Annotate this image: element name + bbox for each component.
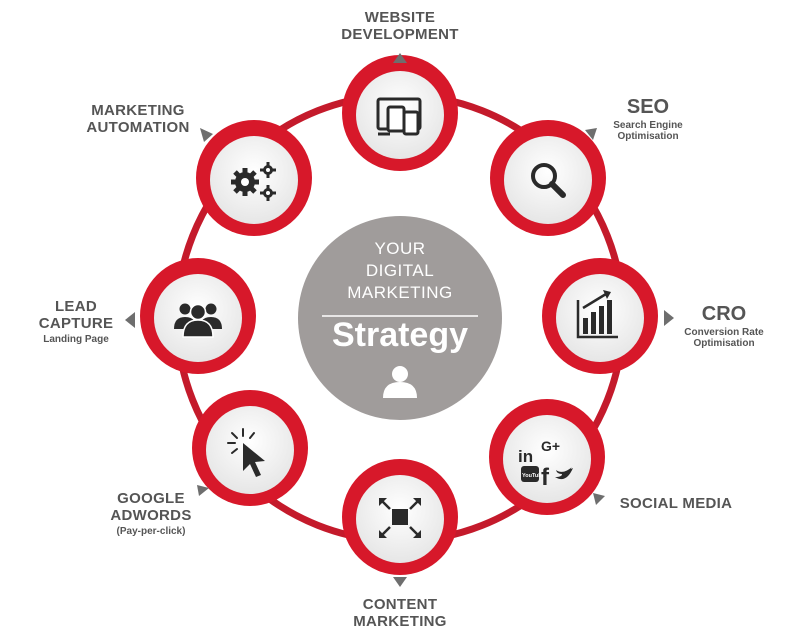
devices-icon — [376, 97, 422, 136]
node-website-development[interactable] — [342, 55, 458, 171]
label-lead-capture-line2: CAPTURE — [38, 314, 114, 332]
arrow-seo — [585, 128, 597, 140]
label-google-adwords: GOOGLE ADWORDS (Pay-per-click) — [96, 490, 206, 537]
growth-chart-icon — [576, 290, 618, 339]
label-cro-subtitle: Conversion Rate Optimisation — [684, 327, 764, 349]
node-seo[interactable] — [490, 120, 606, 236]
google-plus-glyph: G+ — [541, 438, 560, 454]
label-lead-capture: LEAD CAPTURE Landing Page — [28, 298, 124, 345]
label-seo: SEO Search Engine Optimisation — [598, 96, 698, 142]
center-strategy: Strategy — [331, 316, 469, 354]
group-icon — [174, 303, 222, 338]
node-google-adwords[interactable] — [192, 390, 308, 506]
center-title: YOUR DIGITAL MARKETING Strategy — [300, 238, 500, 355]
twitter-bird — [555, 467, 573, 480]
label-lead-capture-line1: LEAD — [54, 298, 98, 315]
youtube-glyph: YouTube — [522, 473, 545, 479]
label-content-marketing-line2: MARKETING — [353, 612, 447, 630]
social-logos-icon: in G+ YouTube f — [518, 438, 573, 491]
user-icon — [383, 366, 417, 398]
center-line-1: YOUR — [374, 239, 426, 258]
cursor-click-icon — [227, 428, 265, 477]
label-marketing-automation: MARKETING AUTOMATION — [78, 102, 198, 136]
arrow-website-development — [393, 53, 407, 63]
gears-icon — [231, 162, 276, 201]
label-marketing-automation-line1: MARKETING — [91, 102, 185, 119]
facebook-glyph: f — [541, 464, 550, 491]
label-seo-title: SEO — [626, 96, 670, 118]
node-social-media[interactable]: in G+ YouTube f — [489, 399, 605, 515]
arrow-content-marketing — [393, 577, 407, 587]
search-icon — [531, 163, 566, 198]
label-cro-title: CRO — [701, 303, 747, 325]
label-website-development: WEBSITE DEVELOPMENT — [320, 9, 480, 43]
center-line-3: MARKETING — [347, 283, 453, 302]
node-lead-capture[interactable] — [140, 258, 256, 374]
linkedin-glyph: in — [518, 447, 533, 466]
label-content-marketing-line1: CONTENT — [362, 596, 438, 613]
node-cro[interactable] — [542, 258, 658, 374]
label-google-adwords-line1: GOOGLE — [117, 490, 185, 507]
node-content-marketing[interactable] — [342, 459, 458, 575]
label-lead-capture-subtitle: Landing Page — [43, 334, 109, 345]
label-google-adwords-line2: ADWORDS — [110, 506, 192, 524]
label-google-adwords-subtitle: (Pay-per-click) — [116, 526, 186, 537]
arrow-cro — [664, 310, 674, 326]
label-website-development-line2: DEVELOPMENT — [341, 25, 459, 43]
node-marketing-automation[interactable] — [196, 120, 312, 236]
arrow-lead-capture — [125, 312, 135, 328]
center-circle — [298, 216, 502, 420]
label-content-marketing: CONTENT MARKETING — [330, 596, 470, 630]
arrow-marketing-automation — [200, 128, 213, 142]
center-line-2: DIGITAL — [365, 261, 435, 280]
label-social-media: SOCIAL MEDIA — [606, 495, 746, 513]
label-cro: CRO Conversion Rate Optimisation — [674, 303, 774, 349]
arrow-social-media — [593, 493, 605, 505]
label-marketing-automation-line2: AUTOMATION — [86, 118, 190, 136]
expand-icon — [379, 498, 421, 538]
arrow-google-adwords — [197, 485, 209, 496]
label-website-development-line1: WEBSITE — [364, 9, 436, 26]
label-seo-subtitle: Search Engine Optimisation — [613, 120, 683, 142]
label-social-media-title: SOCIAL MEDIA — [619, 495, 733, 512]
